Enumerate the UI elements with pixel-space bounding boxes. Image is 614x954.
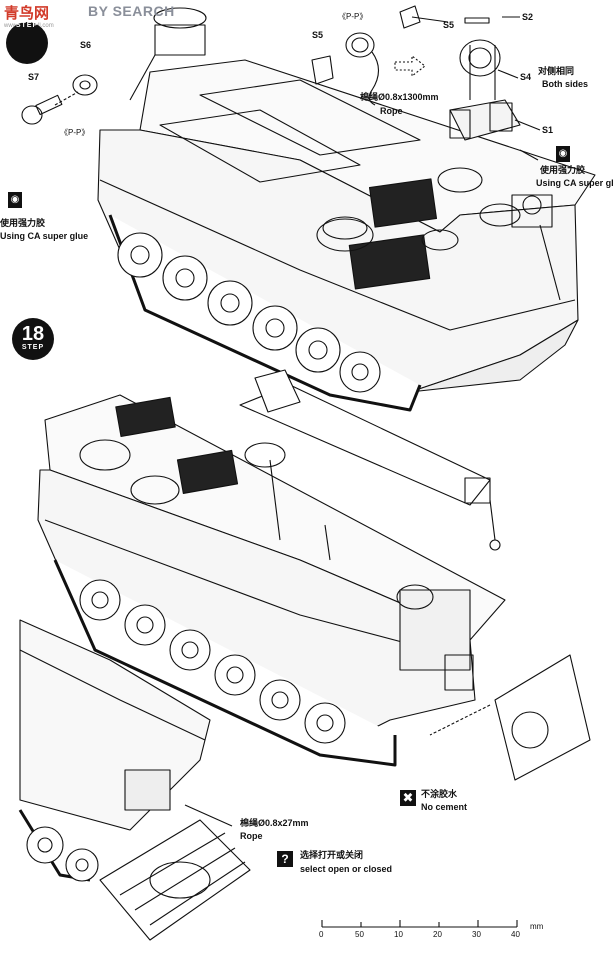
view-label-pp-top: 《P-P》 [338, 12, 368, 21]
view-label-pp-left: 《P-P》 [60, 128, 90, 137]
part-s7-pin [21, 94, 63, 125]
note-rope2-cn: 棉绳Ø0.8x27mm [240, 818, 309, 828]
note-rope1-cn: 棉绳Ø0.8x1300mm [360, 92, 439, 102]
note-select-cn: 选择打开或关闭 [300, 850, 364, 860]
vehicle-top-hull [97, 7, 596, 393]
note-glue-right-en: Using CA super glue [536, 178, 614, 188]
scale-tick-10: 10 [394, 930, 403, 939]
note-glue-right-cn: 使用强力胶 [540, 165, 586, 175]
glue-bottle-icon: ◉ [556, 146, 570, 162]
scale-tick-30: 30 [472, 930, 481, 939]
scale-tick-50: 50 [355, 930, 364, 939]
note-glue-left-en: Using CA super glue [0, 231, 89, 241]
part-label-s4: S4 [520, 72, 532, 82]
no-cement-icon: ✖ [400, 790, 416, 806]
question-icon: ? [277, 851, 293, 867]
note-no-cement-cn: 不涂胶水 [421, 789, 458, 799]
step-number: 18 [21, 323, 45, 345]
note-select-en: select open or closed [300, 864, 393, 874]
vehicle-top-track [108, 214, 422, 412]
part-label-s5b: S5 [443, 20, 455, 30]
vehicle-bottom-detail [19, 619, 251, 941]
part-s6-washer [72, 74, 98, 96]
vehicle-middle-hull [37, 369, 591, 781]
note-rope1-en: Rope [380, 106, 403, 116]
part-s5-reel [311, 5, 421, 106]
vehicle-middle-track [53, 559, 397, 767]
step-word: STEP [15, 22, 39, 29]
glue-bottle-icon: ◉ [8, 192, 22, 208]
note-rope2-en: Rope [240, 831, 263, 841]
part-label-s2: S2 [522, 12, 534, 22]
part-label-s6: S6 [80, 40, 92, 50]
watermark-search-text: BY SEARCH [88, 3, 175, 19]
step-word: STEP [21, 344, 45, 351]
part-s1-s2-s4-winch-assembly [449, 17, 521, 141]
note-both-sides-en: Both sides [542, 79, 589, 89]
scale-tick-20: 20 [433, 930, 442, 939]
scale-tick-40: 40 [511, 930, 520, 939]
part-label-s1: S1 [542, 125, 554, 135]
part-label-s5a: S5 [312, 30, 324, 40]
note-no-cement-en: No cement [421, 802, 468, 812]
scale-tick-0: 0 [319, 930, 324, 939]
note-glue-left-cn: 使用强力胶 [0, 218, 46, 228]
scale-bar [321, 920, 518, 928]
part-label-s7: S7 [28, 72, 40, 82]
watermark-logo: 青鸟网 [4, 5, 50, 22]
step-badge-17: STEP [6, 22, 48, 64]
step-badge-18: 18 STEP [12, 318, 54, 360]
scale-unit: mm [530, 922, 544, 931]
vehicle-bottom-track [18, 809, 99, 882]
note-both-sides-cn: 对侧相同 [538, 66, 575, 76]
